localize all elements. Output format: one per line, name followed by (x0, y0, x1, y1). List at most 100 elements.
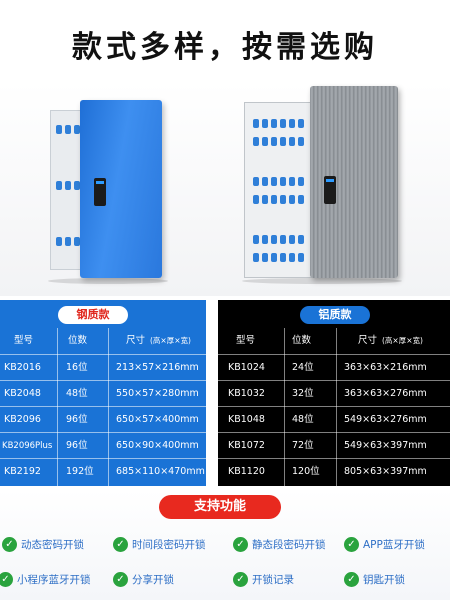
feature-item: ✓ 开锁记录 (233, 570, 294, 588)
product-photo (0, 82, 450, 296)
headline: 款式多样，按需选购 (72, 30, 378, 65)
table-row: KB1048 48位 549×63×276mm (218, 407, 450, 433)
cell-size: 650×90×400mm (116, 440, 199, 451)
key-hook-row (253, 253, 304, 262)
cell-size: 650×57×400mm (116, 414, 199, 425)
key-hook-row (253, 137, 304, 146)
feature-item: ✓ APP蓝牙开锁 (344, 535, 425, 553)
check-circle-icon: ✓ (0, 571, 13, 587)
table-row: KB2096Plus 96位 650×90×400mm (0, 433, 206, 459)
feature-item: ✓ 静态段密码开锁 (233, 535, 326, 553)
cell-size: 550×57×280mm (116, 388, 199, 399)
feature-label: 分享开锁 (132, 573, 174, 586)
cell-model: KB2096 (4, 414, 41, 425)
feature-label: 静态段密码开锁 (252, 538, 326, 551)
cell-model: KB2192 (4, 466, 41, 477)
key-hook-row (253, 235, 304, 244)
table-row: KB1032 32位 363×63×276mm (218, 381, 450, 407)
feature-item: ✓ 钥匙开锁 (344, 570, 405, 588)
feature-item: ✓ 分享开锁 (113, 570, 174, 588)
row-divider (0, 380, 206, 381)
features-title: 支持功能 (159, 495, 281, 519)
feature-item: ✓ 动态密码开锁 (2, 535, 84, 553)
steel-spec-table: 钢质款 型号 位数 尺寸 (高×厚×宽) KB2016 16位 213×57×2… (0, 300, 206, 486)
cell-size: 685×110×470mm (116, 466, 205, 477)
check-circle-icon: ✓ (233, 571, 248, 587)
cell-slots: 32位 (292, 388, 314, 399)
key-hook-row (253, 119, 304, 128)
aluminum-spec-table: 铝质款 型号 位数 尺寸 (高×厚×宽) KB1024 24位 363×63×2… (218, 300, 450, 486)
key-hook-row (253, 177, 304, 186)
cell-model: KB2048 (4, 388, 41, 399)
aluminum-cabinet-door (310, 86, 398, 278)
cell-slots: 48位 (66, 388, 88, 399)
row-divider (0, 432, 206, 433)
cell-size: 363×63×276mm (344, 388, 427, 399)
cell-slots: 96位 (66, 440, 88, 451)
check-circle-icon: ✓ (2, 536, 17, 552)
key-hook-row (56, 125, 80, 134)
cell-slots: 120位 (292, 466, 320, 477)
cell-model: KB1072 (228, 440, 265, 451)
key-hook-row (56, 181, 80, 190)
feature-label: 动态密码开锁 (21, 538, 84, 551)
feature-label: 小程序蓝牙开锁 (17, 573, 91, 586)
table-row: KB1072 72位 549×63×397mm (218, 433, 450, 459)
column-divider (284, 328, 285, 486)
header-size-unit: (高×厚×宽) (150, 336, 191, 345)
column-divider (108, 328, 109, 486)
row-divider (218, 380, 450, 381)
column-divider (57, 328, 58, 486)
header-model: 型号 (14, 335, 34, 346)
header-size: 尺寸 (126, 335, 146, 346)
row-divider (0, 354, 206, 355)
cell-model: KB1120 (228, 466, 265, 477)
floor-shadow (242, 278, 402, 284)
row-divider (0, 458, 206, 459)
cell-model: KB1024 (228, 362, 265, 373)
cell-slots: 192位 (66, 466, 94, 477)
cell-model: KB2096Plus (2, 441, 53, 451)
feature-label: 时间段密码开锁 (132, 538, 206, 551)
steel-table-title: 钢质款 (58, 306, 128, 324)
row-divider (218, 432, 450, 433)
cell-slots: 96位 (66, 414, 88, 425)
cell-model: KB1032 (228, 388, 265, 399)
cell-slots: 72位 (292, 440, 314, 451)
header-size: 尺寸 (358, 335, 378, 346)
feature-label: APP蓝牙开锁 (363, 538, 425, 551)
table-row: KB2048 48位 550×57×280mm (0, 381, 206, 407)
table-header-row: 型号 位数 尺寸 (高×厚×宽) (0, 328, 206, 354)
cell-model: KB1048 (228, 414, 265, 425)
header-model: 型号 (236, 335, 256, 346)
row-divider (0, 406, 206, 407)
key-hook-row (56, 237, 80, 246)
table-row: KB1120 120位 805×63×397mm (218, 459, 450, 485)
cell-size: 363×63×216mm (344, 362, 427, 373)
aluminum-table-title: 铝质款 (300, 306, 370, 324)
header-size-unit: (高×厚×宽) (382, 336, 423, 345)
table-row: KB1024 24位 363×63×216mm (218, 355, 450, 381)
cell-slots: 16位 (66, 362, 88, 373)
cell-slots: 24位 (292, 362, 314, 373)
floor-shadow (48, 278, 168, 284)
check-circle-icon: ✓ (344, 536, 359, 552)
cell-slots: 48位 (292, 414, 314, 425)
check-circle-icon: ✓ (344, 571, 359, 587)
keypad-icon (324, 176, 336, 204)
row-divider (218, 458, 450, 459)
feature-item: ✓ 小程序蓝牙开锁 (0, 570, 91, 588)
cell-size: 549×63×397mm (344, 440, 427, 451)
feature-label: 开锁记录 (252, 573, 294, 586)
header-slots: 位数 (292, 335, 312, 346)
cell-size: 213×57×216mm (116, 362, 199, 373)
row-divider (218, 354, 450, 355)
check-circle-icon: ✓ (113, 536, 128, 552)
feature-label: 钥匙开锁 (363, 573, 405, 586)
header-slots: 位数 (68, 335, 88, 346)
check-circle-icon: ✓ (233, 536, 248, 552)
keypad-icon (94, 178, 106, 206)
cell-size: 549×63×276mm (344, 414, 427, 425)
cell-size: 805×63×397mm (344, 466, 427, 477)
table-row: KB2192 192位 685×110×470mm (0, 459, 206, 485)
